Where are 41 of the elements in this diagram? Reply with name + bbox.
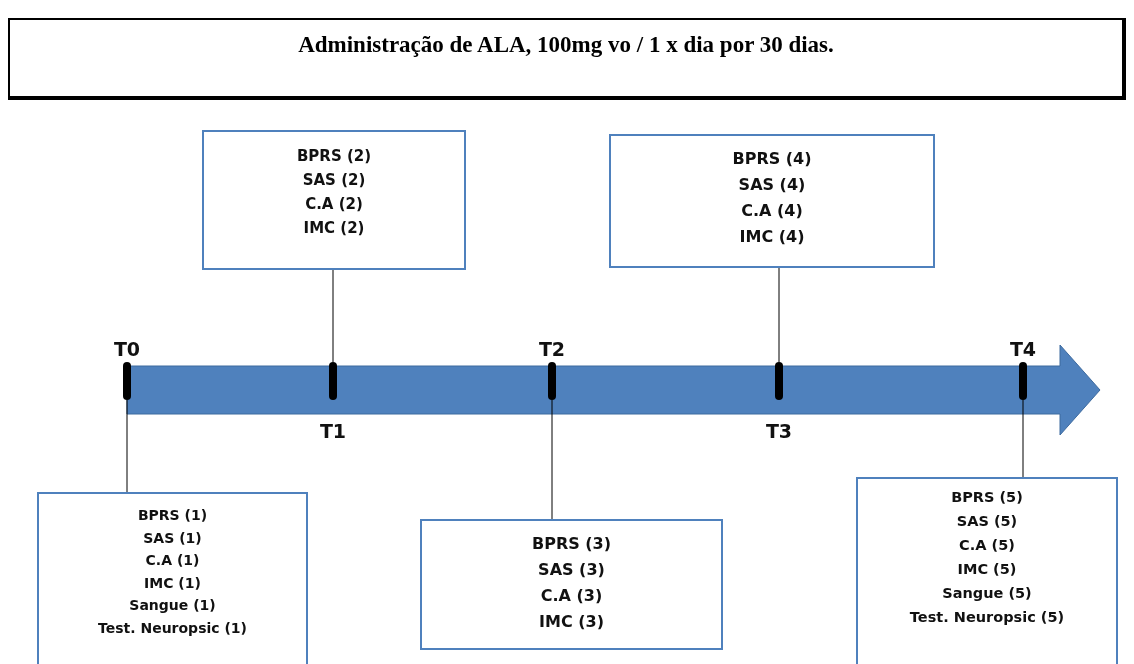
measurement-text: IMC (2)	[303, 218, 365, 239]
measurement-box	[609, 134, 935, 268]
measurement-text: Test. Neuropsic (1)	[98, 618, 247, 638]
leader-line	[551, 399, 553, 520]
measurement-box	[420, 519, 723, 650]
measurement-text: C.A (5)	[959, 536, 1015, 555]
measurement-text: SAS (1)	[143, 528, 202, 548]
header-box	[8, 18, 1126, 100]
time-label: T4	[1009, 337, 1037, 362]
time-label: T3	[765, 419, 793, 444]
measurement-text: BPRS (2)	[296, 146, 372, 167]
measurement-text: SAS (3)	[538, 559, 605, 581]
measurement-text: SAS (4)	[738, 174, 806, 196]
leader-line	[1022, 399, 1024, 478]
time-label: T1	[319, 419, 347, 444]
measurement-text: Test. Neuropsic (5)	[909, 608, 1065, 627]
leader-line	[126, 399, 128, 493]
measurement-text: SAS (5)	[956, 512, 1018, 531]
measurement-text: C.A (4)	[741, 200, 803, 222]
time-label: T0	[113, 337, 141, 362]
measurement-text: BPRS (3)	[531, 533, 612, 555]
measurement-text: C.A (1)	[145, 551, 200, 570]
measurement-box	[202, 130, 466, 270]
measurement-text: SAS (2)	[302, 170, 366, 191]
measurement-text: IMC (5)	[957, 560, 1017, 579]
measurement-box	[37, 492, 308, 664]
time-label: T2	[538, 337, 566, 362]
measurement-text: C.A (3)	[540, 585, 603, 607]
measurement-text: IMC (3)	[539, 611, 604, 633]
measurement-text: IMC (1)	[144, 573, 201, 593]
measurement-text: IMC (4)	[739, 226, 805, 248]
header-text: Administração de ALA, 100mg vo / 1 x dia por 30 dias.	[298, 32, 834, 58]
leader-line	[332, 269, 334, 363]
measurement-box	[856, 477, 1118, 664]
measurement-text: Sangue (1)	[129, 596, 216, 615]
leader-line	[778, 267, 780, 363]
measurement-text: BPRS (5)	[951, 488, 1023, 507]
measurement-text: Sangue (5)	[942, 584, 1032, 603]
measurement-text: BPRS (4)	[732, 148, 812, 170]
measurement-text: BPRS (1)	[137, 506, 208, 525]
measurement-text: C.A (2)	[305, 194, 363, 215]
